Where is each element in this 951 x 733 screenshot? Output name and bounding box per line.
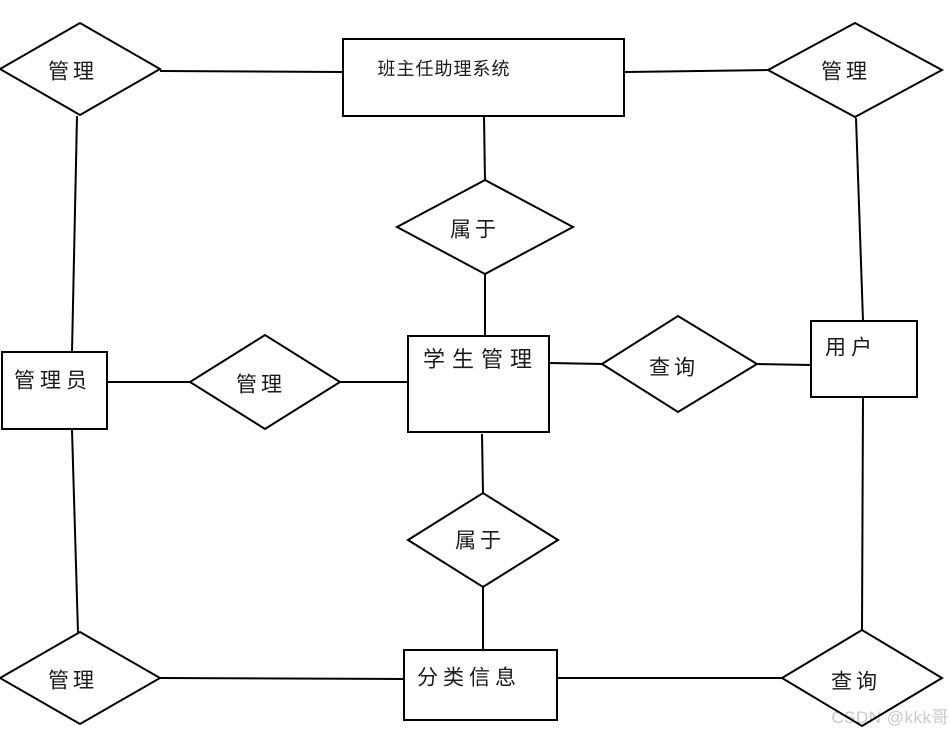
entity-system-box xyxy=(342,38,625,117)
diamond-belongs-upper xyxy=(394,178,576,276)
connector-admin-to-manage-bl xyxy=(71,429,79,634)
relation-manage-top-left-label: 管理 xyxy=(48,59,98,84)
entity-user-label: 用户 xyxy=(825,335,877,360)
diamond-manage-top-right xyxy=(765,21,945,119)
diamond-belongs-lower xyxy=(406,491,560,589)
entity-admin-label: 管理员 xyxy=(14,368,92,393)
diamond-query-bottom-right xyxy=(780,628,944,728)
entity-category-label: 分类信息 xyxy=(417,665,521,690)
entity-admin-box xyxy=(1,351,108,430)
diamond-manage-top-left xyxy=(0,21,163,117)
relation-belongs-upper-label: 属于 xyxy=(450,217,500,242)
connector-user-to-query-br xyxy=(861,396,864,632)
relation-manage-bottom-left-label: 管理 xyxy=(48,668,98,693)
entity-student-box xyxy=(407,335,550,433)
connector-user-to-manage-tr xyxy=(855,117,864,322)
connector-manage-tl-to-system xyxy=(159,70,344,73)
entity-student-label: 学生管理 xyxy=(422,347,540,372)
connector-system-to-manage-tr xyxy=(623,69,770,73)
diamond-query-mid-right xyxy=(600,314,759,414)
entity-system-label: 班主任助理系统 xyxy=(377,59,511,79)
diamond-manage-mid-left xyxy=(188,333,342,431)
connector-student-to-belongs-lower xyxy=(481,433,484,495)
relation-belongs-lower-label: 属于 xyxy=(455,528,505,553)
connector-query-mid-to-user xyxy=(755,363,812,366)
connector-system-to-belongs-upper xyxy=(483,115,486,182)
watermark-text: CSDN @kkk哥 xyxy=(831,708,949,727)
connector-student-to-query-mid xyxy=(548,362,604,365)
diamond-manage-bottom-left xyxy=(0,630,163,726)
relation-query-mid-right-label: 查询 xyxy=(649,355,699,380)
relation-manage-top-right-label: 管理 xyxy=(821,59,871,84)
entity-user-box xyxy=(810,320,918,398)
entity-category-box xyxy=(403,649,558,721)
connector-category-to-manage-bl xyxy=(158,677,405,680)
relation-manage-mid-left-label: 管理 xyxy=(236,372,286,397)
relation-query-bottom-right-label: 查询 xyxy=(831,669,881,694)
connector-admin-to-manage-tl xyxy=(71,115,78,353)
